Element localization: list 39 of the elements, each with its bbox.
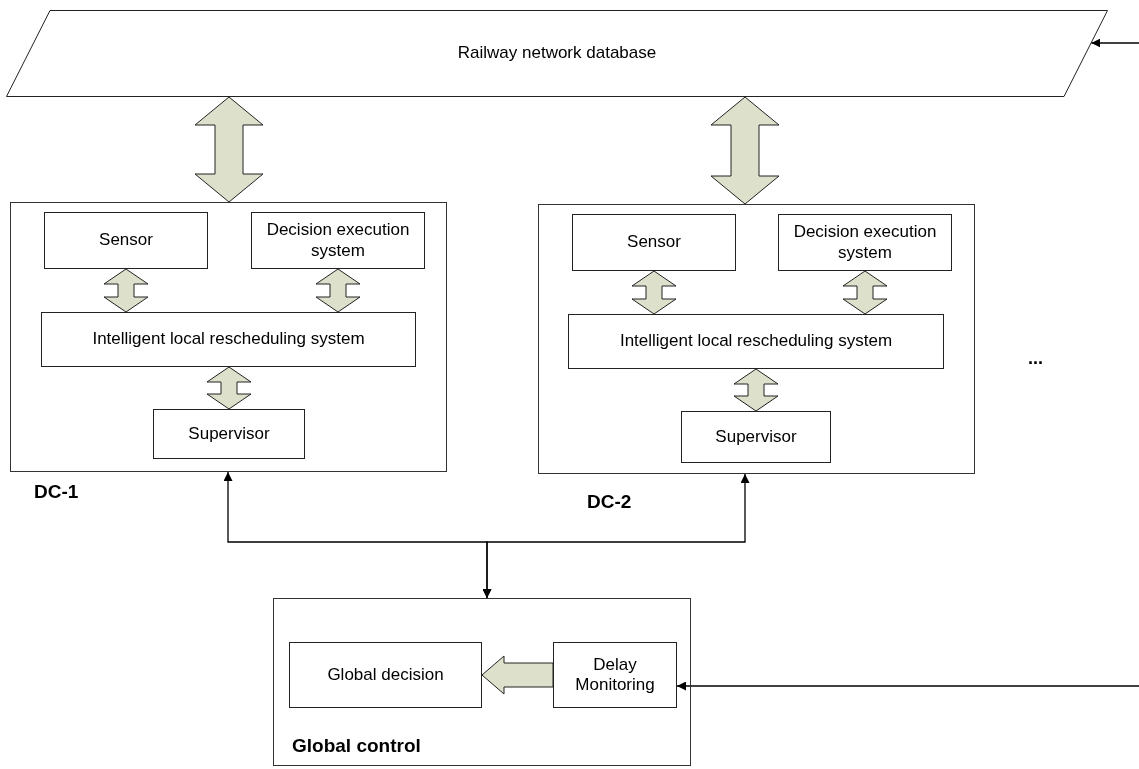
block-arrow: [842, 270, 888, 315]
node-label: Global decision: [327, 664, 444, 686]
process-box: [153, 409, 305, 459]
node-label: Decision execution system: [265, 220, 411, 261]
block-arrow: [194, 96, 264, 203]
process-box: [41, 312, 416, 367]
block-arrow: [103, 268, 149, 313]
arrow: [482, 473, 750, 599]
node-label: Decision execution system: [792, 222, 938, 263]
block-arrow: [315, 268, 361, 313]
block-arrow: [733, 368, 779, 412]
node-label: Intelligent local rescheduling system: [92, 329, 365, 350]
process-box: [572, 214, 736, 271]
process-box: [568, 314, 944, 369]
block-arrow: [481, 655, 554, 695]
process-box: [251, 212, 425, 269]
arrow: [676, 681, 1139, 691]
block-arrow: [631, 270, 677, 315]
database-parallelogram: [6, 10, 1108, 97]
process-box: [44, 212, 208, 269]
process-box: [778, 214, 952, 271]
group-box: [273, 598, 691, 766]
process-box: [553, 642, 677, 708]
node-label: Railway network database: [457, 43, 657, 64]
node-label: Delay Monitoring: [574, 654, 656, 696]
node-label: Supervisor: [188, 423, 270, 445]
node-label: Sensor: [627, 232, 681, 253]
group-label: DC-2: [587, 491, 632, 514]
process-box: [681, 411, 831, 463]
node-label: Sensor: [99, 230, 153, 251]
block-arrow: [710, 96, 780, 205]
arrow: [1090, 38, 1139, 48]
node-label: Supervisor: [715, 426, 797, 448]
group-label: Global control: [292, 735, 421, 758]
ellipsis-label: ...: [1028, 348, 1043, 369]
group-label: DC-1: [34, 481, 79, 504]
process-box: [289, 642, 482, 708]
block-arrow: [206, 366, 252, 410]
node-label: Intelligent local rescheduling system: [619, 331, 893, 352]
